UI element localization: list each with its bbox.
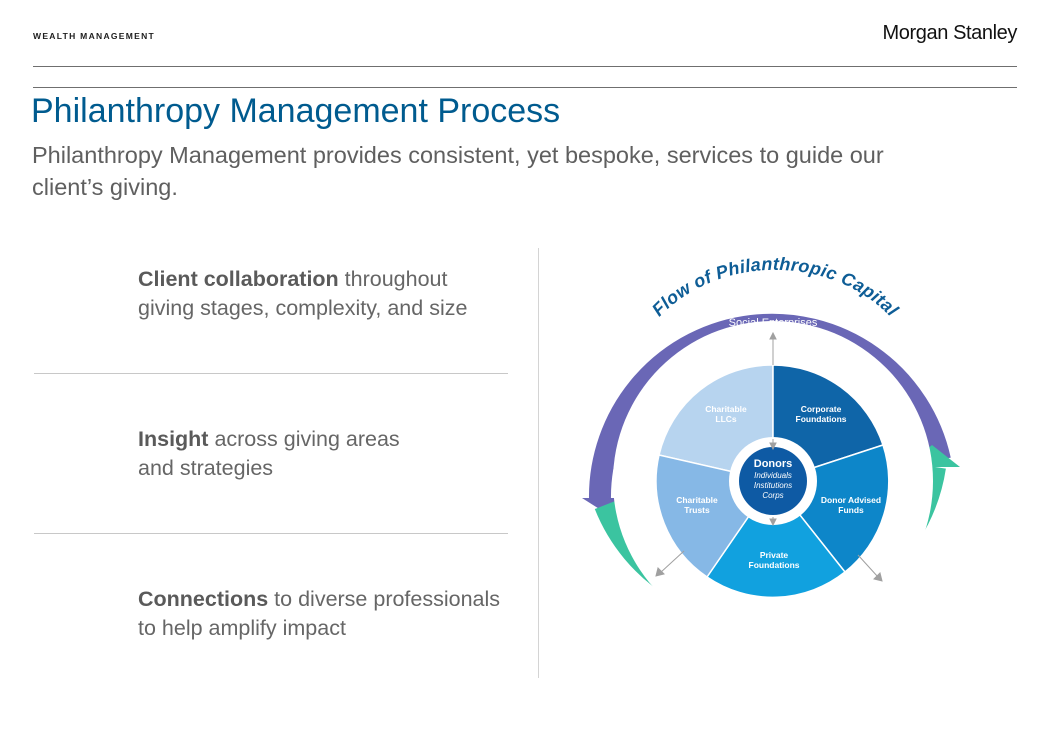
point-divider (34, 373, 508, 374)
wealth-management-label: WEALTH MANAGEMENT (33, 31, 156, 41)
segment-label: Charitable (705, 404, 747, 414)
segment-label: Trusts (684, 505, 710, 515)
vertical-divider (538, 248, 539, 678)
donors-circle (739, 447, 807, 515)
segment-label: Foundations (749, 560, 800, 570)
point-connections: Connections to diverse professionals to … (138, 585, 518, 643)
segment-label: Charitable (676, 495, 718, 505)
connector-arrows (655, 331, 883, 582)
morgan-stanley-logo: Morgan Stanley (882, 22, 1018, 44)
point-text: to diverse professionals (268, 587, 501, 611)
point-bold-text: Insight (138, 427, 209, 451)
point-insight: Insight across giving areas and strategi… (138, 425, 518, 483)
segment-label: Corporate (801, 404, 842, 414)
page-title: Philanthropy Management Process (31, 92, 561, 130)
flow-title-text: Flow of Philanthropic Capital (648, 255, 903, 321)
header-rule-bottom (33, 87, 1017, 88)
point-client-collaboration: Client collaboration throughout giving s… (138, 265, 518, 323)
page-subtitle: Philanthropy Management provides consist… (32, 142, 884, 200)
point-divider (34, 533, 508, 534)
point-bold-text: Client collaboration (138, 267, 339, 291)
segment-label: Funds (838, 505, 864, 515)
header-rule-top (33, 66, 1017, 67)
point-text-line2: giving stages, complexity, and size (138, 296, 468, 320)
donors-line: Institutions (754, 481, 792, 490)
donors-line: Corps (762, 491, 783, 500)
point-text-line2: to help amplify impact (138, 616, 346, 640)
philanthropy-flow-diagram: Flow of Philanthropic Capital Social Ent… (582, 255, 960, 645)
donors-line: Individuals (754, 471, 792, 480)
segment-label: Foundations (796, 414, 847, 424)
point-text-line2: and strategies (138, 456, 274, 480)
segment-private-foundations (705, 479, 847, 599)
segment-label: Donor Advised (821, 495, 881, 505)
segment-label: Private (760, 550, 789, 560)
social-enterprises-label: Social Enterprises (729, 317, 818, 329)
point-text: across giving areas (208, 427, 400, 451)
public-charities-label: Public Charities (735, 633, 812, 645)
point-bold-text: Connections (138, 587, 269, 611)
segment-label: LLCs (715, 414, 737, 424)
donors-title: Donors (754, 458, 793, 470)
point-text: throughout (338, 267, 448, 291)
